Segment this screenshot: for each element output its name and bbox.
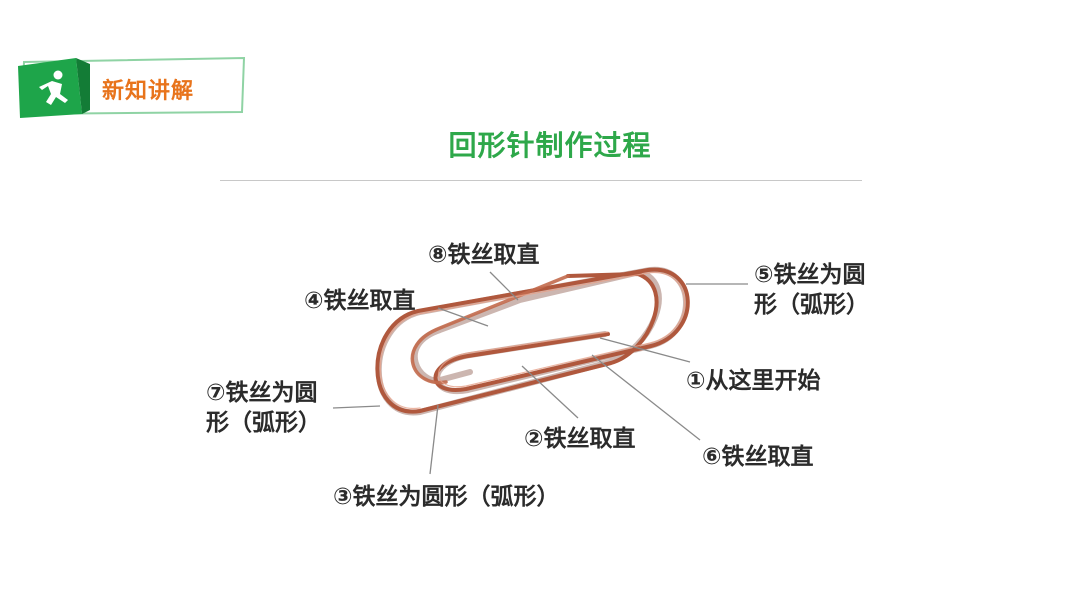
step-1-label: ①从这里开始 <box>686 366 820 396</box>
step-7-label: ⑦铁丝为圆形（弧形） <box>206 378 326 438</box>
step-2-label: ②铁丝取直 <box>524 424 635 454</box>
step-4-label: ④铁丝取直 <box>304 286 415 316</box>
step-3-label: ③铁丝为圆形（弧形） <box>333 482 559 512</box>
step-5-label: ⑤铁丝为圆形（弧形） <box>754 260 874 320</box>
step-6-label: ⑥铁丝取直 <box>702 442 813 472</box>
leader-line-step-7 <box>333 406 380 408</box>
step-8-label: ⑧铁丝取直 <box>428 240 539 270</box>
leader-line-step-3 <box>430 405 438 474</box>
